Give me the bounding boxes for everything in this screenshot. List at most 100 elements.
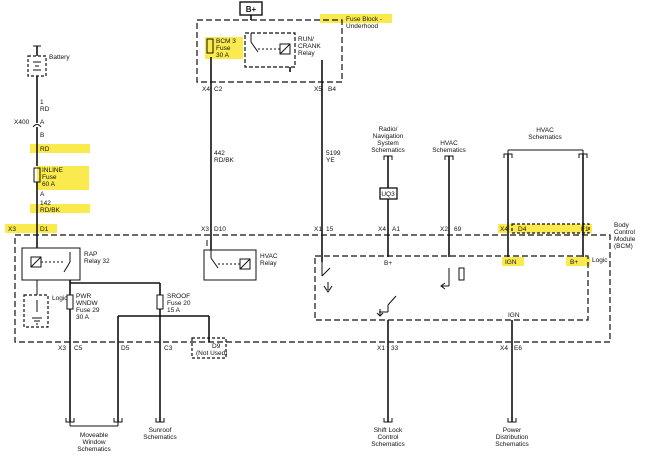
pin-ign-bottom: IGN xyxy=(508,312,520,319)
conn-x2: X2 xyxy=(440,226,448,233)
dest-sunroof-2: Schematics xyxy=(143,434,177,441)
dest-sunroof-1: Sunroof xyxy=(149,427,172,434)
sroof-rating: 15 A xyxy=(167,307,181,314)
conn-x3-bot: X3 xyxy=(58,345,66,352)
wire-442-num: 442 xyxy=(214,150,225,157)
pwr-wndw-line3: Fuse 29 xyxy=(76,307,100,314)
bcm-line4: (BCM) xyxy=(614,243,633,250)
hvac-right-line2: Schematics xyxy=(528,134,562,141)
radio-line2: Navigation xyxy=(373,133,404,140)
inline-fuse-line1: INLINE xyxy=(42,167,64,174)
hvac-top-line1: HVAC xyxy=(440,140,458,147)
hvac-top-line2: Schematics xyxy=(432,147,466,154)
conn-69: 69 xyxy=(454,226,462,233)
pin-bplus-mid: B+ xyxy=(384,260,392,267)
conn-x400-a: A xyxy=(40,119,45,126)
conn-x4-top: X4 xyxy=(202,86,210,93)
run-crank-line1: RUN/ xyxy=(298,36,314,43)
radio-line3: System xyxy=(377,140,399,147)
bcm3-fuse-line2: Fuse xyxy=(216,45,231,52)
pwr-wndw-line1: PWR xyxy=(76,293,91,300)
conn-x1-bot: X1 xyxy=(377,345,385,352)
bcm3-fuse-name: BCM 3 xyxy=(216,38,236,45)
dest-shift-3: Schematics xyxy=(371,441,405,448)
logic-left-label: Logic xyxy=(52,295,68,302)
sroof-line2: Fuse 20 xyxy=(167,300,191,307)
hvac-relay-line1: HVAC xyxy=(260,253,278,260)
dest-power-1: Power xyxy=(503,427,522,434)
conn-a1: A1 xyxy=(392,226,400,233)
dest-moveable-2: Window xyxy=(82,439,105,446)
dest-power-3: Schematics xyxy=(495,441,529,448)
conn-f1: F1 xyxy=(581,226,589,233)
inline-fuse-rating: 60 A xyxy=(42,181,56,188)
conn-x400: X400 xyxy=(14,119,30,126)
sroof-fuse-symbol xyxy=(156,294,164,310)
dest-shift-1: Shift Lock xyxy=(374,427,403,434)
run-crank-relay-box xyxy=(244,32,296,68)
inline-fuse-a: A xyxy=(40,191,45,198)
conn-b4: B4 xyxy=(328,86,336,93)
sroof-line1: SROOF xyxy=(167,293,190,300)
conn-c2: C2 xyxy=(214,86,223,93)
highlight-142 xyxy=(30,204,90,213)
conn-d10: D10 xyxy=(214,226,226,233)
conn-x3: X3 xyxy=(8,226,16,233)
hvac-relay-box xyxy=(203,249,257,281)
logic-right-label: Logic xyxy=(592,257,608,264)
highlight-ign xyxy=(502,257,524,266)
conn-e6: E6 xyxy=(514,345,522,352)
conn-d4: D4 xyxy=(518,226,527,233)
hvac-relay-line2: Relay xyxy=(260,260,277,267)
wire-1-color: RD xyxy=(40,106,50,113)
bcm3-fuse-symbol xyxy=(206,38,214,54)
fuse-block-label-2: Underhood xyxy=(346,23,379,30)
bcm3-fuse-rating: 30 A xyxy=(216,52,230,59)
highlight-fuse-block xyxy=(320,14,392,23)
run-crank-line3: Relay xyxy=(298,50,315,57)
rap-line1: RAP xyxy=(84,251,97,258)
wire-1-num: 1 xyxy=(40,99,44,106)
pin-bplus-right: B+ xyxy=(570,259,578,266)
inline-fuse-line2: Fuse xyxy=(42,174,57,181)
conn-x3-d10-x3: X3 xyxy=(201,226,209,233)
highlight-x4-d4-f1 xyxy=(498,224,592,233)
conn-c5: C5 xyxy=(74,345,83,352)
conn-not-used: (Not Used) xyxy=(196,350,227,357)
uq3-label: UQ3 xyxy=(381,191,395,198)
connector-x4-box xyxy=(511,223,590,234)
fuse-block-underhood xyxy=(196,19,343,83)
conn-d9: D9 xyxy=(212,343,221,350)
conn-x4-bot: X4 xyxy=(500,345,508,352)
wire-142-color: RD/BK xyxy=(40,207,61,214)
dest-moveable-1: Moveable xyxy=(80,432,109,439)
highlight-x3-d1 xyxy=(5,224,57,233)
conn-d1: D1 xyxy=(40,226,49,233)
radio-line1: Radio/ xyxy=(379,126,398,133)
wire-rd: RD xyxy=(40,146,50,153)
conn-x4-mid: X4 xyxy=(378,226,386,233)
conn-33: 33 xyxy=(391,345,399,352)
highlight-rd xyxy=(30,144,90,153)
bcm-line2: Control xyxy=(614,229,636,236)
logic-left-box xyxy=(23,294,49,328)
pwr-wndw-fuse-symbol xyxy=(66,294,74,310)
bplus-label: B+ xyxy=(246,5,257,14)
conn-x1-top: X1 xyxy=(314,226,322,233)
conn-x5: X5 xyxy=(314,86,322,93)
dest-shift-2: Control xyxy=(378,434,400,441)
d9-not-used-box xyxy=(191,337,227,359)
run-crank-line2: CRANK xyxy=(298,43,321,50)
bcm-logic-box xyxy=(314,255,589,321)
wire-5199-num: 5199 xyxy=(326,150,341,157)
dest-moveable-3: Schematics xyxy=(77,446,111,453)
radio-line4: Schematics xyxy=(371,147,405,154)
wire-442-color: RD/BK xyxy=(214,157,235,164)
wire-142-num: 142 xyxy=(40,200,51,207)
dest-power-2: Distribution xyxy=(496,434,529,441)
conn-x4-d4: X4 xyxy=(500,226,508,233)
highlight-bplus-right xyxy=(566,257,590,266)
conn-x400-b: B xyxy=(40,132,44,139)
highlights xyxy=(5,14,592,266)
